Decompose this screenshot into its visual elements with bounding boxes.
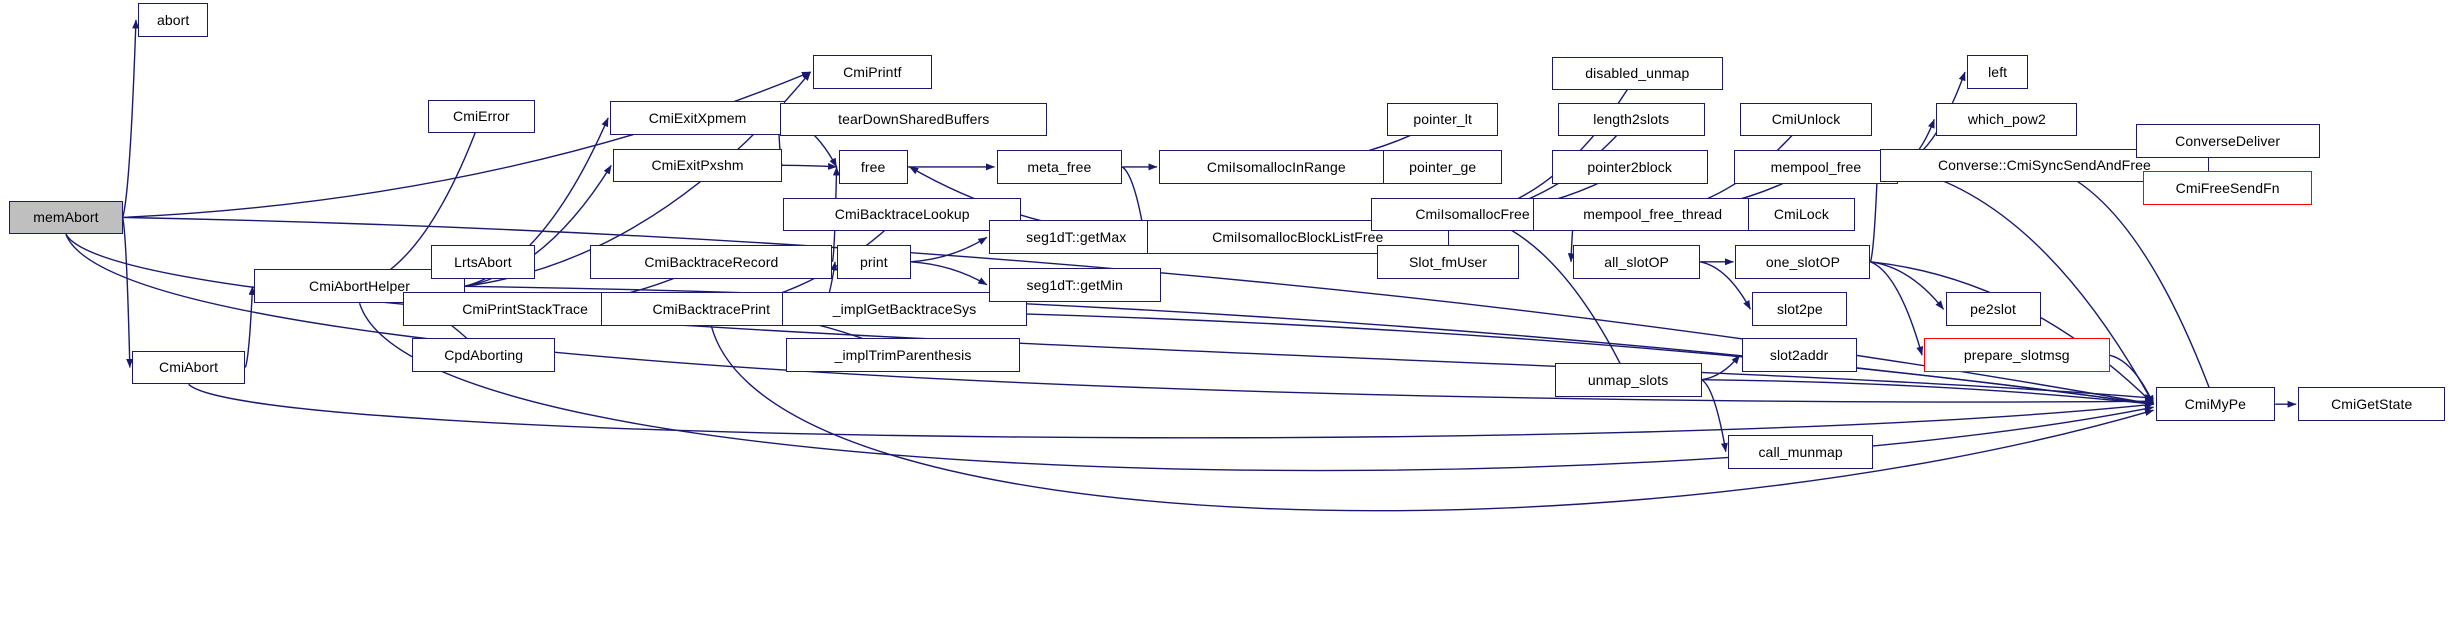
graph-node-cmiexitpxshm[interactable]: CmiExitPxshm [613, 148, 782, 183]
edge-prepare_slotmsg-to-CmiMyPe [2109, 354, 2155, 405]
graph-node-left[interactable]: left [1966, 55, 2029, 89]
edge-unmap_slots-to-CmiMyPe [1701, 379, 2154, 407]
edge-memAbort-to-CmiPrintf [122, 71, 811, 219]
graph-node-cmiunlock[interactable]: CmiUnlock [1740, 102, 1872, 137]
graph-node-one-slotop[interactable]: one_slotOP [1735, 244, 1871, 279]
graph-node-prepare-slotmsg[interactable]: prepare_slotmsg [1924, 338, 2110, 373]
graph-node-mempool-free[interactable]: mempool_free [1733, 150, 1898, 184]
edge-memAbort-to-abort [121, 19, 140, 218]
graph-node-pointer-lt[interactable]: pointer_lt [1387, 102, 1498, 137]
graph-node-pointer-ge[interactable]: pointer_ge [1382, 150, 1503, 184]
edge-CmiAbort-to-CmiAbortHelper [244, 285, 256, 368]
graph-node-cmigetstate[interactable]: CmiGetState [2298, 387, 2446, 422]
edge-sweep-3 [358, 302, 2154, 472]
graph-node-cmierror[interactable]: CmiError [427, 99, 536, 134]
edge-unmap_slots-to-slot2addr [1701, 354, 1741, 381]
graph-node--impltrimparenthesis[interactable]: _implTrimParenthesis [786, 338, 1020, 373]
edge-CmiIsomallocFree-to-unmap_slots [1472, 213, 1629, 381]
graph-node-pointer2block[interactable]: pointer2block [1551, 150, 1708, 184]
graph-node-seg1dt-getmin[interactable]: seg1dT::getMin [988, 267, 1161, 302]
graph-node-cmilock[interactable]: CmiLock [1747, 197, 1856, 232]
graph-node-abort[interactable]: abort [137, 3, 209, 37]
graph-node-meta-free[interactable]: meta_free [996, 150, 1123, 184]
edge-CmiIsomallocFree-to-disabled_unmap [1472, 73, 1638, 216]
graph-node-conversedeliver[interactable]: ConverseDeliver [2135, 124, 2320, 158]
edge-one_slotOP-to-CmiMyPe [1870, 261, 2155, 405]
graph-node-memabort[interactable]: memAbort [9, 200, 123, 235]
graph-node-which-pow2[interactable]: which_pow2 [1936, 102, 2078, 137]
graph-node-lrtsabort[interactable]: LrtsAbort [430, 244, 536, 279]
edge-memAbort-to-CmiAbort [121, 217, 134, 368]
graph-node-unmap-slots[interactable]: unmap_slots [1554, 362, 1702, 397]
edge-print-to-seg1dT::getMin [910, 261, 988, 286]
graph-node-all-slotop[interactable]: all_slotOP [1572, 244, 1701, 279]
edge-one_slotOP-to-pe2slot [1870, 261, 1945, 310]
edge-print-to-seg1dT::getMax [910, 236, 988, 263]
graph-node-pe2slot[interactable]: pe2slot [1945, 292, 2041, 327]
graph-node-free[interactable]: free [838, 150, 908, 184]
graph-node-print[interactable]: print [837, 244, 911, 279]
edge-unmap_slots-to-call_munmap [1701, 379, 1728, 453]
graph-node-slot-fmuser[interactable]: Slot_fmUser [1376, 244, 1520, 279]
graph-node-call-munmap[interactable]: call_munmap [1727, 434, 1874, 469]
graph-node-cmiexitxpmem[interactable]: CmiExitXpmem [610, 101, 785, 135]
graph-node-cpdaborting[interactable]: CpdAborting [412, 338, 555, 373]
graph-node-cmiisomallocinrange[interactable]: CmiIsomallocInRange [1159, 150, 1394, 184]
graph-node-length2slots[interactable]: length2slots [1557, 102, 1705, 137]
graph-node-seg1dt-getmax[interactable]: seg1dT::getMax [988, 220, 1164, 255]
edge-sweep-2 [188, 383, 2154, 439]
graph-node-cmibacktracerecord[interactable]: CmiBacktraceRecord [590, 244, 833, 279]
graph-node--implgetbacktracesys[interactable]: _implGetBacktraceSys [781, 292, 1028, 327]
graph-node-cmiabort[interactable]: CmiAbort [131, 350, 246, 385]
graph-node-slot2addr[interactable]: slot2addr [1741, 338, 1857, 373]
graph-node-cmiprintf[interactable]: CmiPrintf [812, 55, 933, 89]
edge-one_slotOP-to-prepare_slotmsg [1870, 261, 1924, 356]
graph-node-teardownsharedbuffers[interactable]: tearDownSharedBuffers [780, 102, 1048, 137]
graph-node-cmimype[interactable]: CmiMyPe [2155, 387, 2276, 422]
graph-node-cmibacktracelookup[interactable]: CmiBacktraceLookup [783, 197, 1022, 232]
edge-CmiExitPxshm-to-free [781, 162, 838, 170]
graph-node-slot2pe[interactable]: slot2pe [1752, 292, 1848, 327]
graph-node-cmifreesendfn[interactable]: CmiFreeSendFn [2143, 171, 2312, 206]
graph-node-disabled-unmap[interactable]: disabled_unmap [1551, 56, 1724, 91]
graph-node-mempool-free-thread[interactable]: mempool_free_thread [1533, 197, 1773, 232]
